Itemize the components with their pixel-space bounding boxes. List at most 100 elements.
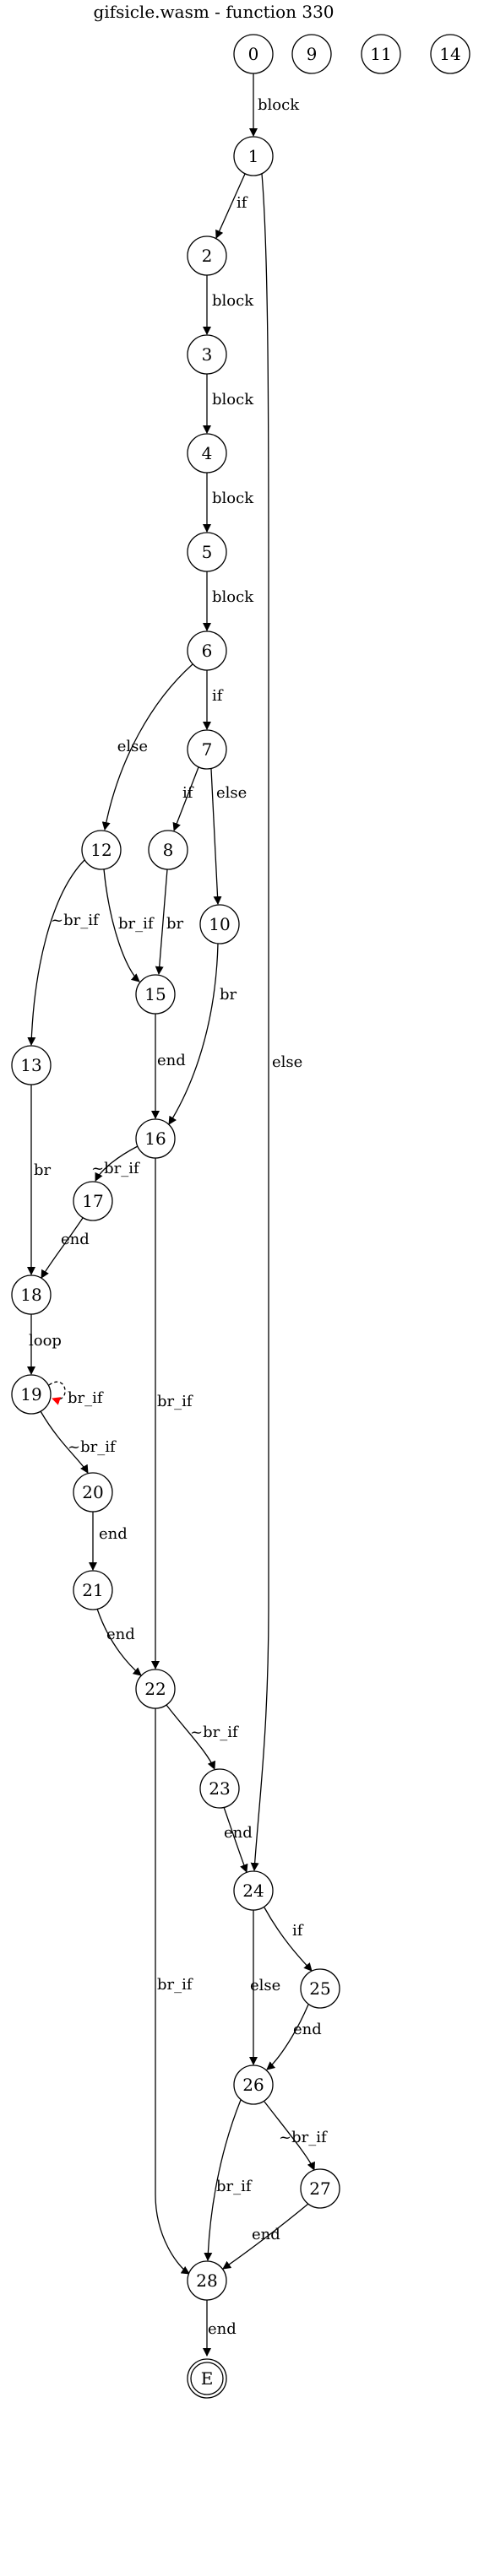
edge-line <box>101 663 193 831</box>
edge-label: ~br_if <box>68 1438 117 1456</box>
edge-2-to-3: block <box>203 275 254 335</box>
edge-line <box>223 1806 248 1873</box>
node-circle <box>81 830 122 870</box>
edge-23-to-24: end <box>223 1806 253 1873</box>
node-label: 26 <box>242 2075 264 2095</box>
edge-line <box>41 1217 84 1279</box>
node-circle <box>233 34 274 74</box>
edge-label: end <box>61 1231 90 1248</box>
edge-28-to-E: end <box>203 2300 237 2357</box>
node-circle <box>300 1968 340 2009</box>
node-circle <box>300 2168 340 2209</box>
node-label: E <box>201 2368 214 2389</box>
node-label: 8 <box>163 840 174 860</box>
node-22: 22 <box>135 1669 176 1709</box>
edge-10-to-16: br <box>168 943 237 1125</box>
node-circle <box>187 532 227 572</box>
node-circle <box>135 1118 176 1159</box>
node-19: 19 <box>11 1374 52 1415</box>
node-circle <box>135 974 176 1015</box>
edge-label: ~br_if <box>51 912 100 929</box>
edge-label: if <box>292 1922 304 1940</box>
node-circle <box>199 904 240 944</box>
node-circle <box>73 1181 113 1221</box>
edge-17-to-18: end <box>41 1217 90 1279</box>
edge-label: br_if <box>118 915 155 933</box>
node-label: 9 <box>307 44 318 64</box>
edge-22-to-28: br_if <box>155 1708 193 2275</box>
node-24: 24 <box>233 1870 274 1911</box>
node-label: 11 <box>370 44 391 64</box>
node-circle <box>73 1570 113 1610</box>
edge-label: ~br_if <box>279 2129 328 2146</box>
node-27: 27 <box>300 2168 340 2209</box>
node-label: 5 <box>202 542 213 562</box>
edge-label: block <box>212 391 254 409</box>
edge-26-to-27: ~br_if <box>264 2101 328 2171</box>
node-label: 6 <box>202 641 213 661</box>
edge-label: if <box>182 784 194 802</box>
node-16: 16 <box>135 1118 176 1159</box>
edge-line <box>155 869 168 975</box>
node-circle <box>187 2260 227 2301</box>
node-circle <box>233 1870 274 1911</box>
edge-1-to-24: else <box>250 173 302 1871</box>
edge-label: loop <box>29 1332 62 1350</box>
node-8: 8 <box>148 830 188 870</box>
node-circle <box>11 1374 52 1415</box>
edge-label: if <box>237 194 248 212</box>
edge-4-to-5: block <box>203 473 254 533</box>
edge-6-to-12: else <box>101 663 193 831</box>
edge-label: br <box>220 986 237 1004</box>
node-label: 19 <box>20 1384 41 1404</box>
node-0: 0 <box>233 34 274 74</box>
node-14: 14 <box>430 34 470 74</box>
edge-label: end <box>99 1525 128 1543</box>
node-28: 28 <box>187 2260 227 2301</box>
node-20: 20 <box>73 1472 113 1513</box>
edge-label: block <box>258 96 300 114</box>
edge-label: ~br_if <box>190 1724 239 1741</box>
node-label: 17 <box>82 1191 103 1211</box>
edge-12-to-15: br_if <box>103 869 155 982</box>
edge-16-to-22: br_if <box>151 1158 193 1670</box>
edge-label: ~br_if <box>91 1160 140 1177</box>
edge-5-to-6: block <box>203 571 254 631</box>
node-6: 6 <box>187 630 227 671</box>
edge-18-to-19: loop <box>27 1314 62 1375</box>
node-label: 24 <box>242 1881 264 1901</box>
node-circle <box>73 1472 113 1513</box>
edge-label: end <box>106 1626 135 1643</box>
edge-label: block <box>212 292 254 310</box>
node-7: 7 <box>187 729 227 770</box>
edge-label: end <box>157 1052 186 1069</box>
edge-label: br_if <box>157 1393 193 1410</box>
node-label: 7 <box>202 739 213 760</box>
edge-line <box>96 1608 142 1676</box>
node-label: 23 <box>209 1778 230 1799</box>
edge-label: end <box>252 2226 280 2243</box>
edge-label: br_if <box>216 2178 253 2195</box>
edge-22-to-23: ~br_if <box>166 1704 239 1770</box>
node-circle <box>187 729 227 770</box>
edge-line <box>210 768 222 905</box>
edge-3-to-4: block <box>203 374 254 434</box>
node-circle <box>187 334 227 375</box>
edge-19-to-20: ~br_if <box>40 1410 117 1474</box>
node-17: 17 <box>73 1181 113 1221</box>
edge-26-to-28: br_if <box>204 2099 253 2261</box>
edge-label: else <box>117 738 148 755</box>
node-10: 10 <box>199 904 240 944</box>
node-circle <box>148 830 188 870</box>
edge-20-to-21: end <box>89 1512 128 1571</box>
edge-line <box>172 766 199 831</box>
node-label: 25 <box>309 1978 330 1999</box>
node-2: 2 <box>187 235 227 276</box>
edge-8-to-15: br <box>155 869 184 975</box>
node-12: 12 <box>81 830 122 870</box>
node-circle <box>291 34 332 74</box>
node-circle <box>11 1274 52 1315</box>
